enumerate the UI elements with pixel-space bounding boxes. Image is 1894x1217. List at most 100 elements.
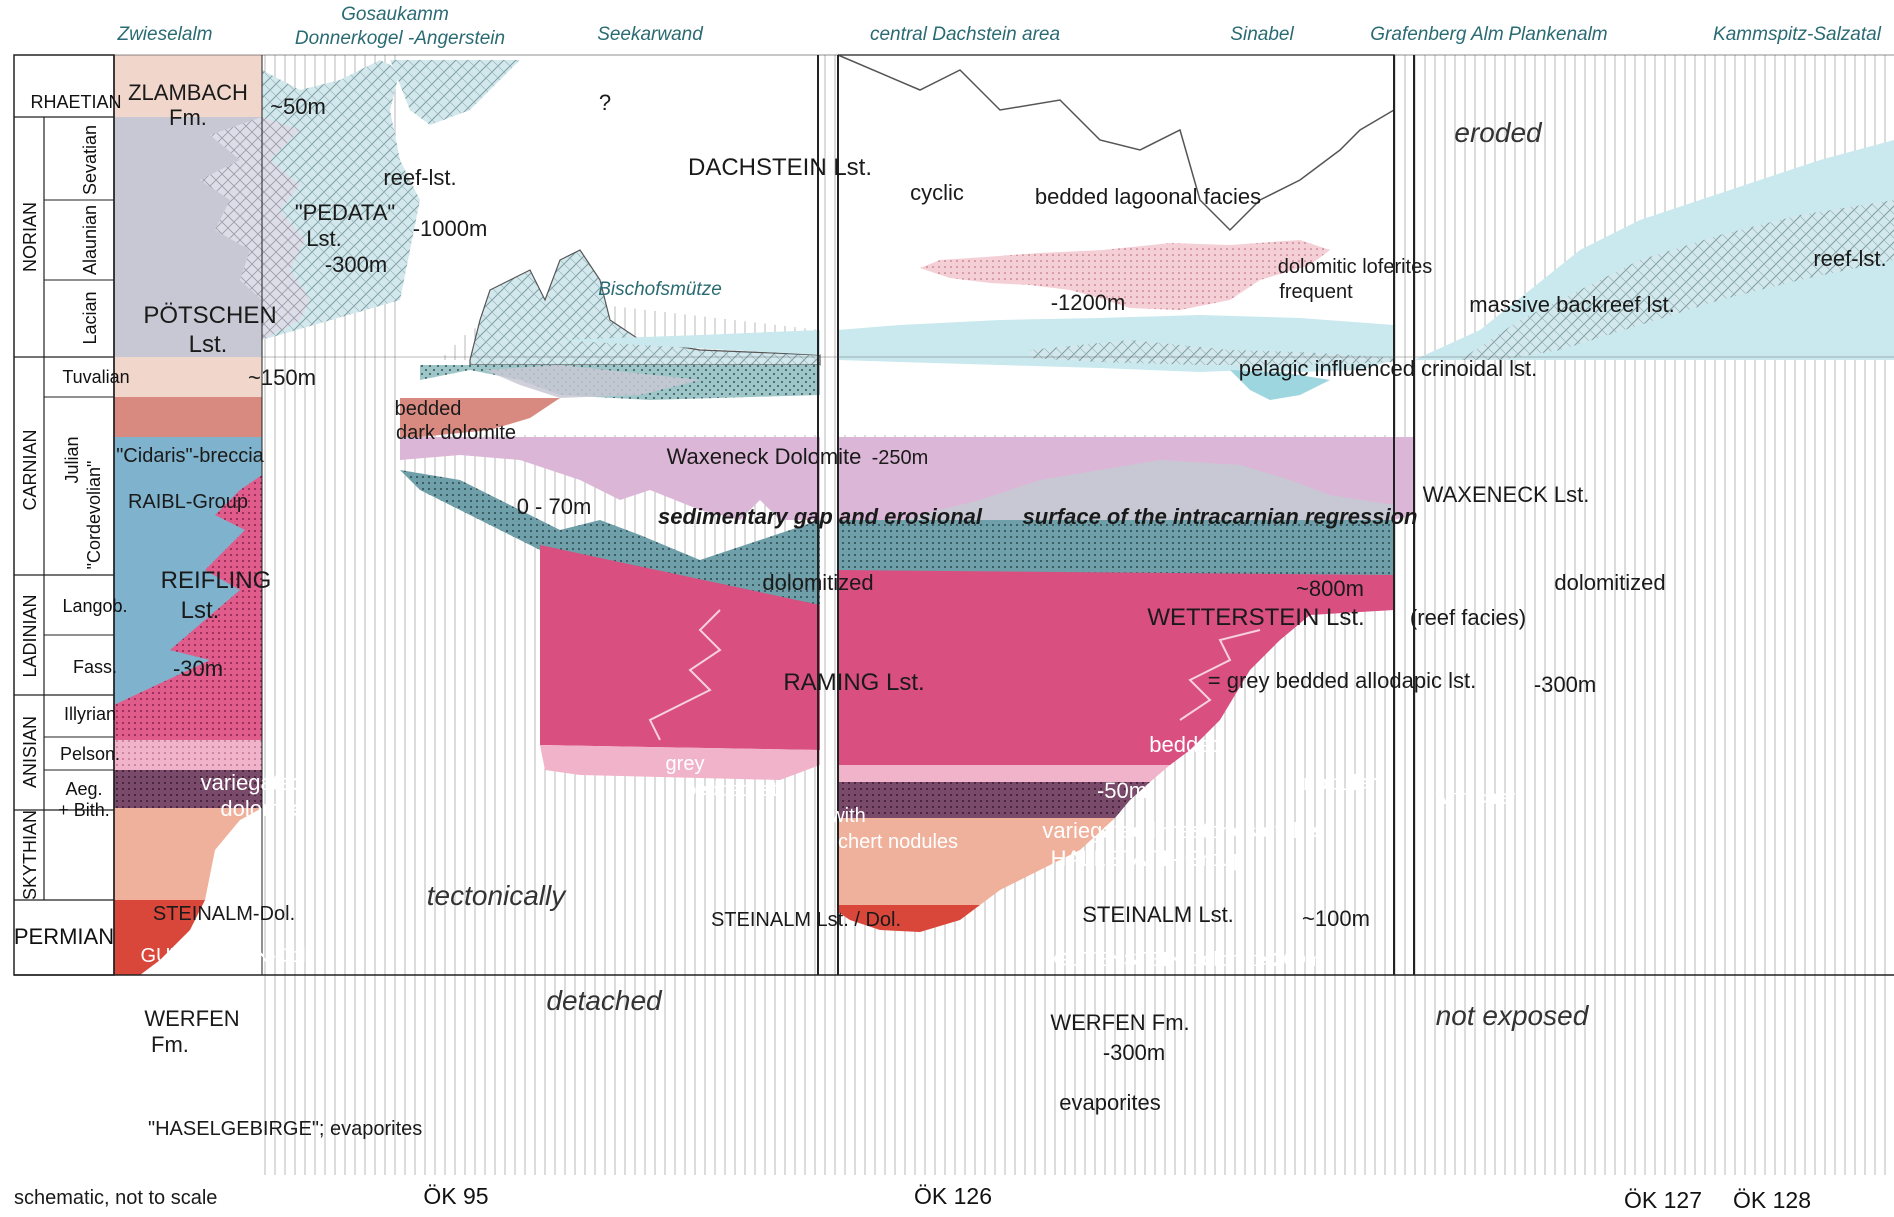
- label-waxeneck-thickness: -250m: [872, 447, 929, 469]
- label-with: with: [829, 805, 866, 827]
- substage-alaunian: Alaunian: [80, 205, 100, 275]
- substage-bith: + Bith.: [58, 800, 110, 820]
- label-pedata-lst: Lst.: [306, 226, 341, 251]
- pedata-lst-body: [200, 117, 310, 340]
- location-grafenberg: Grafenberg Alm: [1370, 24, 1503, 45]
- label-wetterstein-lst: WETTERSTEIN Lst.: [1147, 604, 1364, 631]
- steinalm-lst-col4: [838, 765, 1170, 782]
- label-sedimentary-gap: sedimentary gap and erosional: [658, 504, 983, 529]
- label-pedata: "PEDATA": [295, 200, 395, 225]
- werfen-fm-unit: [114, 808, 262, 900]
- label-dolomitized-col4: dolomitized: [1554, 570, 1665, 595]
- label-frequent: frequent: [1279, 281, 1353, 303]
- footer-ok128: ÖK 128: [1733, 1187, 1811, 1212]
- werfen-fm-col4: [838, 818, 1115, 905]
- gutenstein-dol-unit: [114, 770, 262, 808]
- chert-boundary-col4: [1179, 629, 1261, 721]
- col5-lower-background: [1414, 360, 1894, 975]
- footer-ok127: ÖK 127: [1624, 1187, 1702, 1212]
- label-thickness-800: ~800m: [1296, 576, 1364, 601]
- dachstein-reef-tongue: [390, 60, 520, 125]
- substage-langob: Langob.: [62, 596, 127, 616]
- label-steinalm-thickness: ~100m: [1302, 906, 1370, 931]
- kammspitz-reef-lst: [1460, 200, 1894, 360]
- label-reifling: REIFLING: [161, 567, 272, 594]
- label-thickness-1200: -1200m: [1051, 290, 1126, 315]
- dolomitic-loferites-lens: [920, 240, 1330, 310]
- pedata-reef-body: [262, 60, 420, 340]
- stage-carnian: CARNIAN: [20, 429, 40, 510]
- substage-sevatian: Sevatian: [80, 125, 100, 195]
- location-sinabel: Sinabel: [1230, 24, 1294, 45]
- cidaris-breccia-unit: [114, 357, 262, 397]
- label-waxeneck-lst: WAXENECK Lst.: [1423, 482, 1590, 507]
- stage-skythian: SKYTHIAN: [20, 810, 40, 900]
- label-pedata-thickness: -300m: [325, 252, 387, 277]
- label-raibl-group: RAIBL-Group: [128, 491, 248, 513]
- haselgebirge-unit: [114, 900, 205, 975]
- location-donnerkogel: Donnerkogel -Angerstein: [295, 28, 505, 49]
- label-thickness-50: -50m: [1097, 778, 1147, 803]
- stage-anisian: ANISIAN: [20, 716, 40, 788]
- steinalm-dol-unit: [114, 740, 262, 770]
- label-hallstatt-group: HALLSTATT- Group: [1051, 846, 1246, 871]
- label-werfen-fm-col4: WERFEN Fm.: [1050, 1010, 1189, 1035]
- label-thickness-300-allodapic: -300m: [1534, 672, 1596, 697]
- label-cyclic: cyclic: [910, 180, 964, 205]
- variegated-dolomite-unit: [114, 475, 262, 740]
- label-waxeneck-dolomite: Waxeneck Dolomite: [667, 444, 862, 469]
- raming-lst-band: [400, 470, 820, 610]
- label-allodapic-lst: = grey bedded allodapic lst.: [1208, 668, 1476, 693]
- label-question-mark: ?: [599, 90, 611, 115]
- label-intracarnian-surface: surface of the intracarnian regression: [1023, 504, 1418, 529]
- footer-ok126: ÖK 126: [914, 1183, 992, 1209]
- chert-nodule-boundary-col3: [648, 609, 722, 741]
- kammspitz-pelagic-wedge: [1414, 140, 1894, 360]
- label-variegated: variegated: [201, 770, 304, 795]
- footer-ok95: ÖK 95: [423, 1183, 488, 1209]
- label-werfen: WERFEN: [144, 1006, 239, 1031]
- stage-norian: NORIAN: [20, 202, 40, 272]
- label-werfen-fm: Fm.: [151, 1032, 189, 1057]
- raibl-group-unit: [114, 397, 262, 437]
- label-bedded-dark: bedded: [395, 398, 462, 420]
- label-reef-facies: (reef facies): [1410, 605, 1526, 630]
- crinoidal-reef-streak: [1030, 340, 1394, 365]
- eroded-top-profile: [837, 54, 1395, 232]
- label-chert-nodules: chert nodules: [838, 831, 958, 853]
- label-variegated-limestones: variegated limestones of the: [1042, 818, 1317, 843]
- label-tectonically: tectonically: [427, 880, 568, 911]
- label-eroded: eroded: [1454, 117, 1543, 148]
- label-dark-dolomite: dark dolomite: [396, 422, 516, 444]
- substage-julian: Julian: [62, 436, 82, 483]
- label-gutenstein-dolomite-col4: GUTENSTEIN Dolomite 200m: [1054, 949, 1323, 971]
- label-dachstein-lst: DACHSTEIN Lst.: [688, 154, 872, 181]
- gutenstein-dolomite-col4: [838, 782, 1150, 818]
- label-haselgebirge: "HASELGEBIRGE"; evaporites: [148, 1118, 422, 1140]
- dolomitized-unit-col3: [400, 437, 820, 520]
- label-lagoonal-facies: bedded lagoonal facies: [1035, 184, 1261, 209]
- label-potschen-lst: Lst.: [189, 331, 228, 358]
- label-zlambach-thickness: ~50m: [270, 94, 326, 119]
- label-gutenstein-dol: GUTENSTEIN-Dol.: [140, 945, 311, 967]
- steinalm-lst-col3: [540, 745, 820, 780]
- label-steinalm-dol: STEINALM-Dol.: [153, 903, 295, 925]
- bischofsmutze-reef: [469, 249, 821, 366]
- label-bischofsmutze: Bischofsmütze: [598, 279, 722, 300]
- label-werfen-thickness: -300m: [1103, 1040, 1165, 1065]
- hallstatt-limestones-col3: [540, 545, 820, 750]
- substage-pelson: Pelson.: [60, 744, 120, 764]
- strat-column-frame: [13, 54, 115, 976]
- label-reifling-lst: Lst.: [181, 597, 220, 624]
- evaporites-col4: [838, 905, 980, 932]
- label-zlambach: ZLAMBACH: [128, 80, 248, 105]
- substage-aeg: Aeg.: [65, 779, 102, 799]
- label-evaporites-col4: evaporites: [1059, 1090, 1161, 1115]
- hallstatt-limestones-col4: [838, 570, 1394, 765]
- label-variegated-dolomite: dolomite: [220, 796, 303, 821]
- location-dachstein-area: central Dachstein area: [870, 24, 1060, 45]
- waxeneck-lst-lens: [1230, 370, 1330, 400]
- stage-rhaetian: RHAETIAN: [30, 92, 121, 112]
- location-seekarwand: Seekarwand: [597, 24, 704, 45]
